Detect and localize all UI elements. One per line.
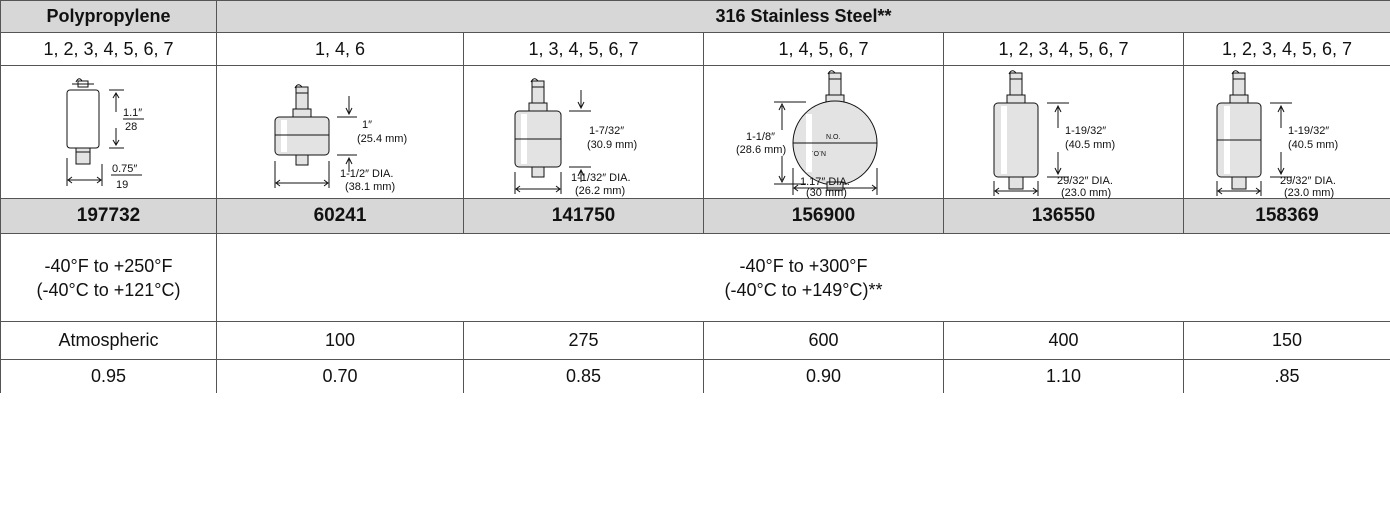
float-diagram-60241: 1″ (25.4 mm) 1-1/2″ DIA. (38.1 mm)	[274, 84, 407, 193]
pressure-cell: 400	[943, 321, 1184, 360]
model-number: 60241	[216, 198, 464, 234]
mounting-options-cell: 1, 3, 4, 5, 6, 7	[463, 32, 704, 66]
height-mm-label: (30.9 mm)	[587, 139, 637, 151]
width-mm-label: (23.0 mm)	[1061, 187, 1111, 199]
float-switch-spec-table: Polypropylene 316 Stainless Steel** 1, 2…	[0, 0, 1390, 393]
float-diagram-141750: 1-7/32″ (30.9 mm) 1-1/32″ DIA. (26.2 mm)	[514, 78, 637, 197]
specific-gravity-cell: 0.85	[463, 359, 704, 393]
width-mm-label: (26.2 mm)	[575, 185, 625, 197]
pressure-cell: 600	[703, 321, 944, 360]
temperature-c: (-40°C to +121°C)	[36, 279, 181, 300]
temperature-stainless: -40°F to +300°F (-40°C to +149°C)**	[216, 233, 1390, 322]
model-number: 136550	[943, 198, 1184, 234]
height-dim-label: 1-19/32″	[1065, 125, 1106, 137]
pressure-cell: 150	[1183, 321, 1390, 360]
model-number-row: 197732 60241 141750 156900 136550 158369	[0, 198, 1390, 234]
width-dim-label: 29/32″ DIA.	[1280, 175, 1336, 187]
pressure-cell: 100	[216, 321, 464, 360]
model-number: 158369	[1183, 198, 1390, 234]
float-diagram-158369: 1-19/32″ (40.5 mm) 29/32″ DIA. (23.0 mm)	[1216, 70, 1338, 199]
pressure-row: Atmospheric 100 275 600 400 150	[0, 321, 1390, 360]
height-dim-label: 1.1″	[123, 107, 142, 119]
temperature-c: (-40°C to +149°C)**	[724, 279, 883, 300]
height-dim-label: 1″	[362, 119, 372, 131]
mounting-options-cell: 1, 2, 3, 4, 5, 6, 7	[1183, 32, 1390, 66]
height-mm-label: (40.5 mm)	[1065, 139, 1115, 151]
drawing-cell: 1″ (25.4 mm) 1-1/2″ DIA. (38.1 mm)	[216, 65, 464, 199]
drawing-cell: 1-7/32″ (30.9 mm) 1-1/32″ DIA. (26.2 mm)	[463, 65, 704, 199]
drawing-cell: 1-19/32″ (40.5 mm) 29/32″ DIA. (23.0 mm)	[1183, 65, 1390, 199]
float-diagram-197732: 1.1″ 28 0.75″ 19	[66, 78, 144, 191]
header-stainless-steel: 316 Stainless Steel**	[216, 0, 1390, 33]
mounting-options-cell: 1, 4, 6	[216, 32, 464, 66]
height-mm-label: (40.5 mm)	[1288, 139, 1338, 151]
specific-gravity-row: 0.95 0.70 0.85 0.90 1.10 .85	[0, 359, 1390, 393]
height-dim-label: 1-7/32″	[589, 125, 624, 137]
no-label-bottom: N.O.	[811, 149, 825, 156]
height-mm-label: (28.6 mm)	[736, 144, 786, 156]
width-mm-label: (23.0 mm)	[1284, 187, 1334, 199]
width-mm-label: 19	[116, 179, 128, 191]
specific-gravity-cell: 0.70	[216, 359, 464, 393]
float-diagram-136550: 1-19/32″ (40.5 mm) 29/32″ DIA. (23.0 mm)	[993, 70, 1115, 199]
specific-gravity-cell: .85	[1183, 359, 1390, 393]
specific-gravity-cell: 0.95	[0, 359, 217, 393]
material-header-row: Polypropylene 316 Stainless Steel**	[0, 0, 1390, 33]
mounting-options-cell: 1, 2, 3, 4, 5, 6, 7	[943, 32, 1184, 66]
model-number: 141750	[463, 198, 704, 234]
width-dim-label: 1-1/32″ DIA.	[571, 172, 631, 184]
specific-gravity-cell: 0.90	[703, 359, 944, 393]
pressure-cell: Atmospheric	[0, 321, 217, 360]
model-number: 156900	[703, 198, 944, 234]
height-dim-label: 1-19/32″	[1288, 125, 1329, 137]
model-number: 197732	[0, 198, 217, 234]
temperature-f: -40°F to +250°F	[44, 255, 173, 276]
specific-gravity-cell: 1.10	[943, 359, 1184, 393]
drawing-row: 1.1″ 28 0.75″ 19	[0, 65, 1390, 199]
height-mm-label: (25.4 mm)	[357, 133, 407, 145]
width-mm-label: (38.1 mm)	[345, 181, 395, 193]
drawing-cell: 1-19/32″ (40.5 mm) 29/32″ DIA. (23.0 mm)	[943, 65, 1184, 199]
temperature-polypropylene: -40°F to +250°F (-40°C to +121°C)	[0, 233, 217, 322]
header-polypropylene: Polypropylene	[0, 0, 217, 33]
pressure-cell: 275	[463, 321, 704, 360]
height-dim-label: 1-1/8″	[746, 131, 775, 143]
temperature-f: -40°F to +300°F	[739, 255, 868, 276]
mounting-options-cell: 1, 2, 3, 4, 5, 6, 7	[0, 32, 217, 66]
temperature-row: -40°F to +250°F (-40°C to +121°C) -40°F …	[0, 233, 1390, 322]
mounting-options-cell: 1, 4, 5, 6, 7	[703, 32, 944, 66]
width-dim-label: 29/32″ DIA.	[1057, 175, 1113, 187]
width-dim-label: 0.75″	[112, 163, 137, 175]
mounting-options-row: 1, 2, 3, 4, 5, 6, 7 1, 4, 6 1, 3, 4, 5, …	[0, 32, 1390, 66]
width-dim-label: 1.17″ DIA.	[800, 176, 850, 188]
float-diagram-156900: N.O. N.O. 1-1/8″ (28.6 mm) 1.17″ DIA. (3…	[736, 70, 877, 199]
width-dim-label: 1-1/2″ DIA.	[340, 168, 393, 180]
no-label-top: N.O.	[826, 134, 840, 141]
drawing-cell: N.O. N.O. 1-1/8″ (28.6 mm) 1.17″ DIA. (3…	[703, 65, 944, 199]
width-mm-label: (30 mm)	[806, 187, 847, 199]
drawing-cell: 1.1″ 28 0.75″ 19	[0, 65, 217, 199]
height-mm-label: 28	[125, 121, 137, 133]
